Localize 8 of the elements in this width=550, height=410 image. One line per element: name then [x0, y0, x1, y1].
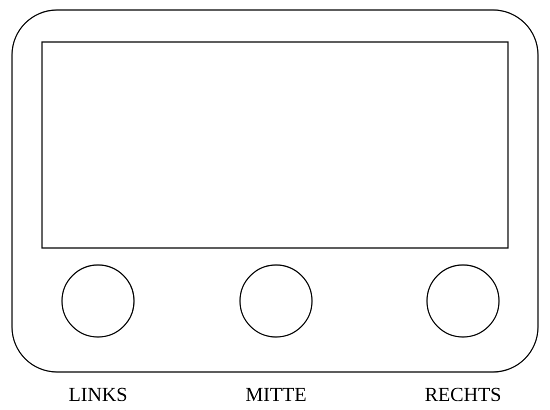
round-button [239, 264, 313, 338]
button-label: MITTE [246, 388, 306, 401]
device-outline [11, 9, 539, 373]
button-label: RECHTS [425, 388, 500, 402]
button-label: LINKS [69, 388, 126, 402]
display-screen [41, 41, 509, 249]
round-button [426, 264, 500, 338]
round-button [61, 264, 135, 338]
